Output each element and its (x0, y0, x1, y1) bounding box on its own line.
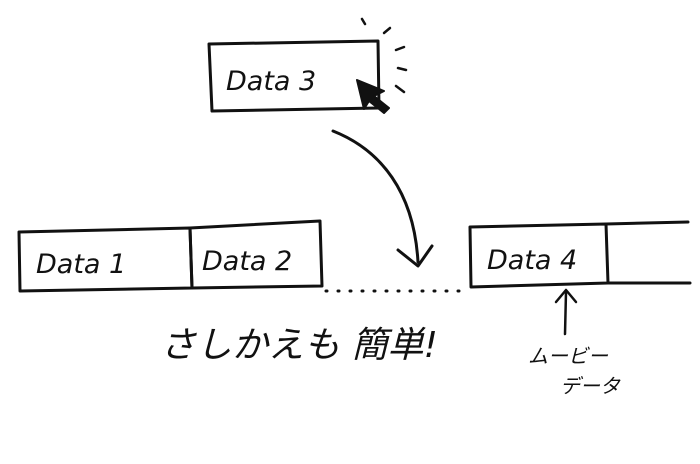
data2-label: Data 2 (202, 246, 292, 277)
insert-arrow (331, 129, 434, 268)
note-line-2: データ (560, 374, 621, 398)
data1-block[interactable]: Data 1 (17, 226, 194, 293)
caption-text: さしかえも 簡単! (160, 325, 438, 366)
data4-block[interactable]: Data 4 (468, 222, 610, 289)
pointer-arrow (554, 288, 578, 336)
data1-label: Data 1 (36, 249, 126, 280)
track-continuation (604, 220, 692, 285)
data2-box (188, 219, 324, 290)
data4-label: Data 4 (487, 245, 577, 276)
data2-block[interactable]: Data 2 (188, 219, 324, 290)
mouse-cursor-icon (356, 79, 390, 114)
data3-label: Data 3 (226, 66, 316, 97)
click-sparks (360, 17, 408, 94)
data3-block[interactable]: Data 3 (207, 39, 381, 113)
note-line-1: ムービー (528, 344, 609, 368)
